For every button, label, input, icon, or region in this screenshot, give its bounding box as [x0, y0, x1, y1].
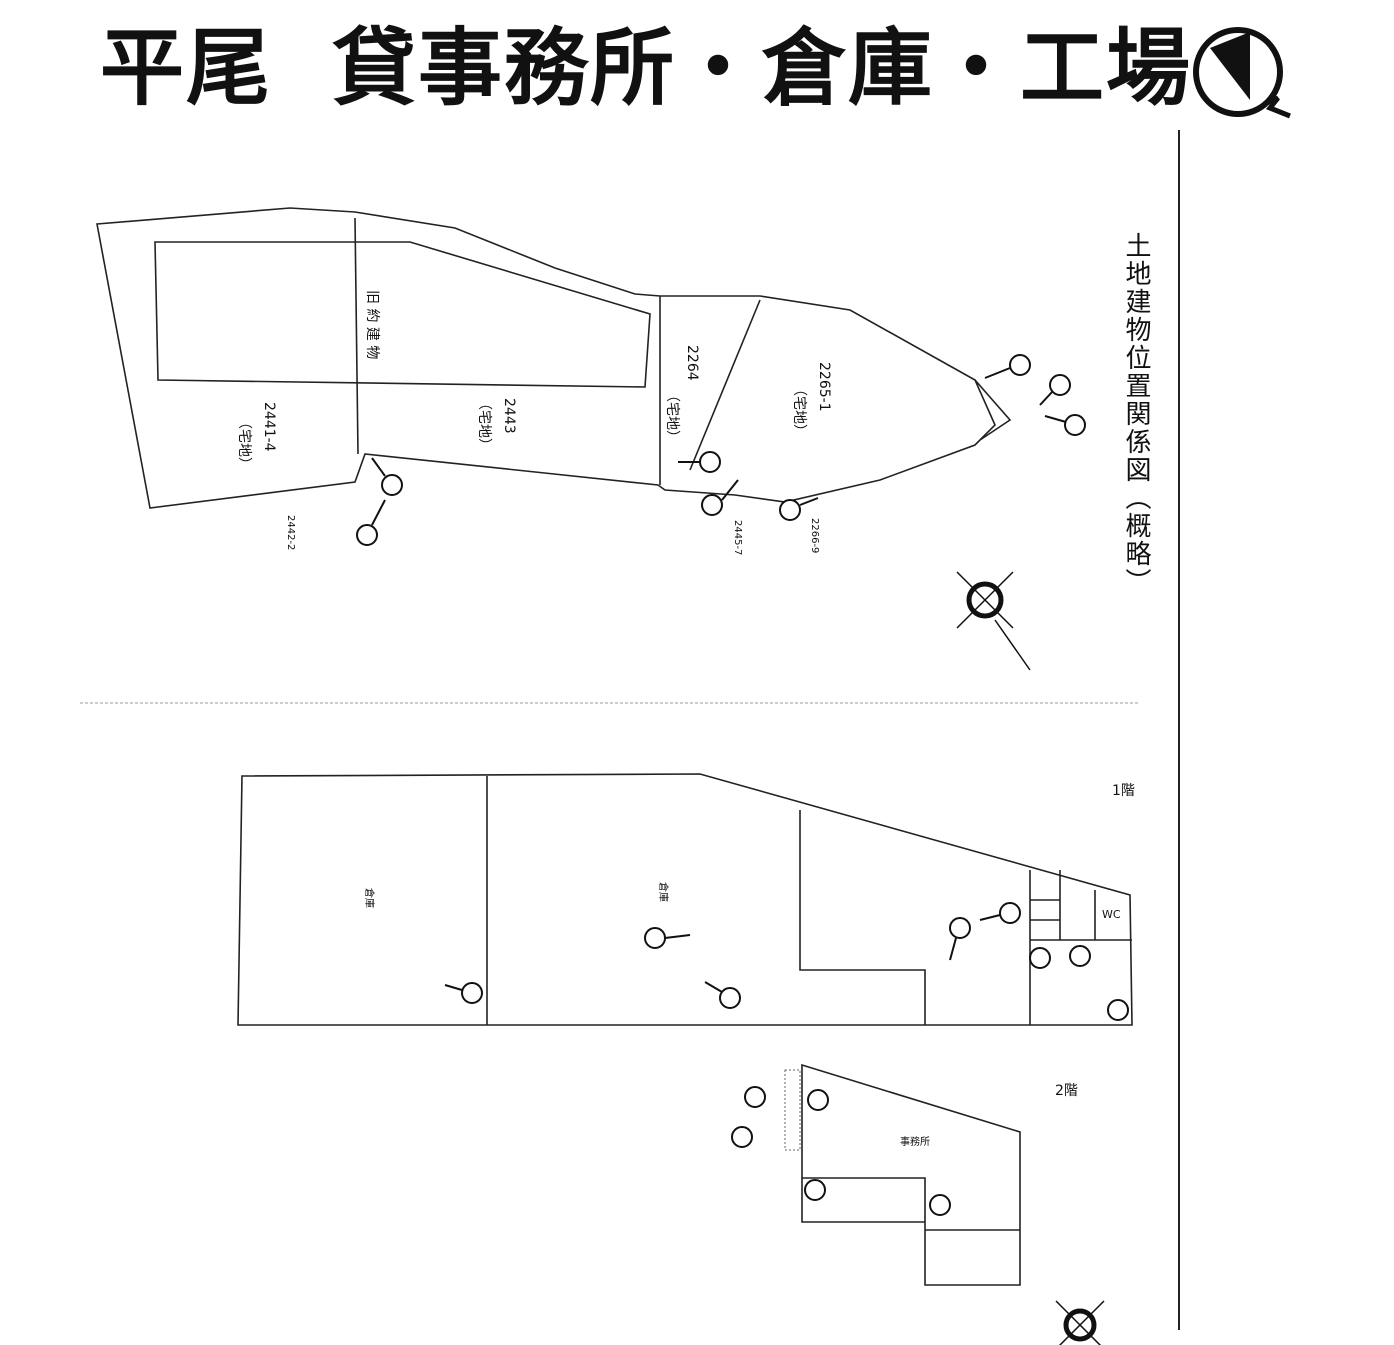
photo-marker-f1: [461, 982, 483, 1004]
photo-marker-f5: [999, 902, 1021, 924]
parcel-2266-9-label: 2266-9: [809, 518, 820, 553]
parcel-2442-2-label: 2442-2: [285, 515, 296, 550]
section-separator: [80, 702, 1140, 704]
photo-marker-6: [779, 497, 819, 521]
wc-label: WC: [1102, 908, 1121, 921]
photo-marker-5: [1039, 374, 1071, 406]
parcel-2265-1-label: 2265-1: [816, 362, 832, 412]
parcel-2264-label: 2264: [684, 345, 700, 381]
floor2-label: 2階: [1055, 1083, 1078, 1099]
site-plan-diagram: 旧 約 建 物 2441-4 （宅地） 2443 （宅地） 2264 （宅地） …: [96, 207, 1086, 671]
photo-marker-f12: [804, 1179, 826, 1201]
photo-marker-f4: [949, 917, 971, 939]
photo-marker-8: [356, 499, 386, 546]
page-title: 平尾貸事務所・倉庫・工場: [100, 26, 1192, 110]
parcel-inner-tip: [974, 379, 1012, 441]
photo-marker-f10: [731, 1126, 753, 1148]
page-divider: [1178, 130, 1180, 1330]
parcel-line-2264: [354, 217, 359, 455]
site-plan-title: 土地建物位置関係図（概略）: [1121, 232, 1151, 596]
photo-marker-f7: [1069, 945, 1091, 967]
site-outer-boundary: [96, 207, 996, 509]
photo-marker-3: [678, 451, 721, 473]
parcel-2443-note: （宅地）: [476, 396, 492, 452]
parcel-2265-1-note: （宅地）: [791, 382, 807, 438]
photo-marker-f6: [1029, 947, 1051, 969]
photo-marker-f9: [744, 1086, 766, 1108]
existing-building-outline: [154, 241, 651, 388]
title-property-types: 貸事務所・倉庫・工場: [332, 19, 1193, 117]
floor1-outline: [237, 773, 1133, 1026]
photo-marker-f11: [807, 1089, 829, 1111]
warehouse-label-1: 倉庫: [363, 888, 376, 908]
floor-plan-diagram: 1階 2階 WC 倉庫 倉庫 事務所: [237, 773, 1135, 1345]
north-arrow-icon: [956, 571, 1031, 671]
parcel-line-diagonal: [689, 299, 761, 471]
parcel-2441-4-note: （宅地）: [236, 415, 252, 471]
photo-marker-7: [371, 457, 403, 496]
photo-marker-4: [1044, 414, 1086, 436]
office-label: 事務所: [900, 1135, 930, 1148]
floor1-label: 1階: [1112, 783, 1135, 799]
company-seal-logo-icon: [1193, 27, 1291, 119]
parcel-2443-label: 2443: [501, 398, 517, 434]
stair-hatch: [784, 1069, 801, 1151]
existing-building-label: 旧 約 建 物: [364, 290, 380, 359]
photo-marker-f3: [719, 987, 741, 1009]
photo-marker-f2: [644, 927, 666, 949]
parcel-2264-note: （宅地）: [664, 388, 680, 444]
parcel-2445-7-label: 2445-7: [732, 520, 743, 555]
warehouse-label-2: 倉庫: [657, 882, 670, 902]
floor2-outline: [801, 1063, 1021, 1286]
photo-marker-f8: [1107, 999, 1129, 1021]
photo-marker-f13: [929, 1194, 951, 1216]
parcel-2441-4-label: 2441-4: [261, 402, 277, 452]
title-location: 平尾: [100, 19, 273, 117]
photo-marker-2: [701, 479, 739, 516]
north-arrow-icon-2: [1055, 1300, 1105, 1345]
photo-marker-1: [984, 354, 1031, 379]
